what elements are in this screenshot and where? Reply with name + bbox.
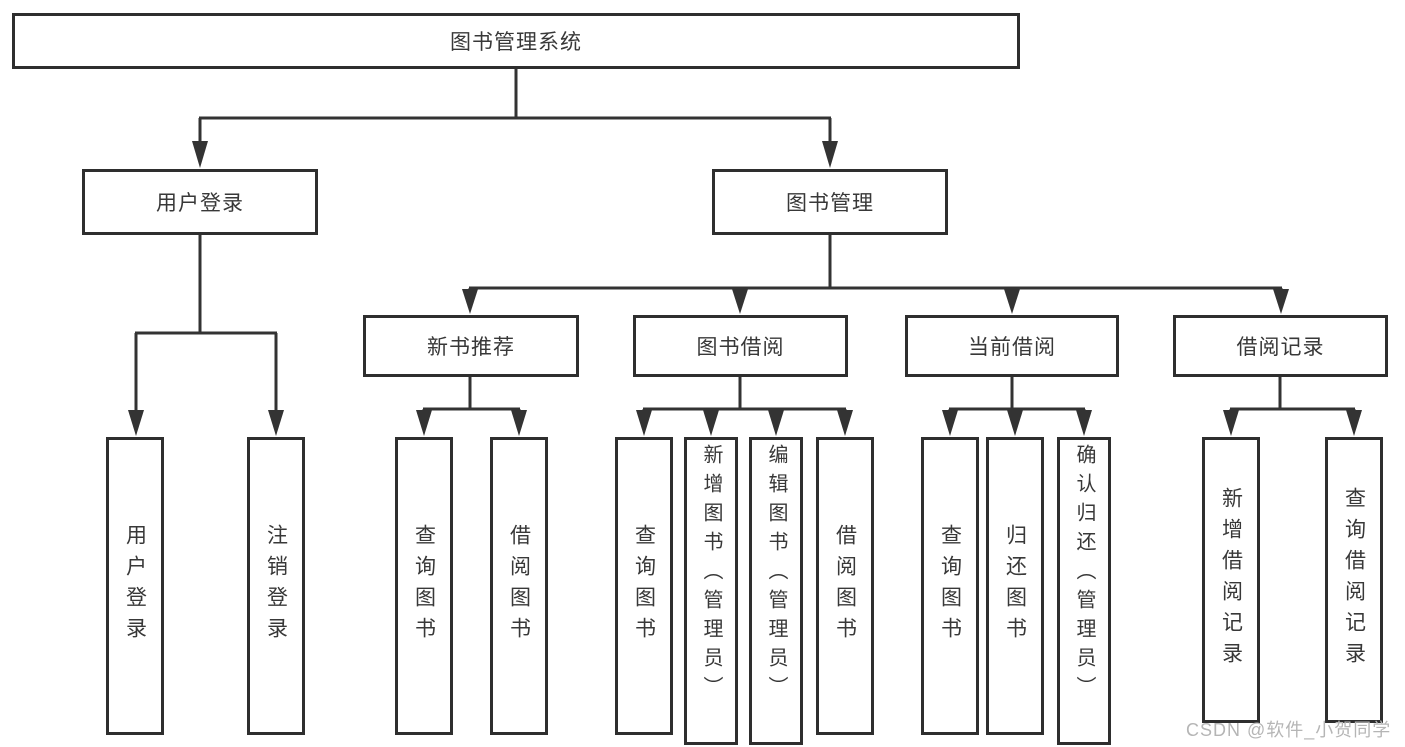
node-user-login-label: 用户登录: [156, 192, 244, 215]
leaf-query-borrow-record-label: 查询借阅记录: [1342, 487, 1366, 673]
arrow-down-icons-current-borrow: [942, 410, 1092, 436]
arrow-down-icons-book-borrow: [636, 410, 853, 436]
node-book-management: 图书管理: [712, 169, 948, 235]
node-book-management-label: 图书管理: [786, 192, 874, 215]
node-new-book-recommend-label: 新书推荐: [427, 336, 515, 359]
node-book-borrow: 图书借阅: [633, 315, 848, 377]
connector-root-to-branches: [198, 68, 832, 146]
leaf-logout: 注销登录: [247, 437, 305, 735]
arrow-down-icons-user-login: [128, 410, 284, 436]
node-root-label: 图书管理系统: [450, 31, 582, 54]
connector-book-borrow-children: [642, 377, 847, 415]
arrow-down-icons-borrow-records: [1223, 410, 1362, 436]
leaf-query-books-recommend: 查询图书: [395, 437, 453, 735]
leaf-return-book-label: 归还图书: [1003, 524, 1027, 648]
connector-current-borrow-children: [948, 377, 1086, 415]
leaf-add-book-admin-label: 新增图书（管理员）: [700, 444, 722, 705]
leaf-borrow-books-recommend-label: 借阅图书: [507, 524, 531, 648]
leaf-confirm-return-admin-label: 确认归还（管理员）: [1073, 444, 1095, 705]
leaf-query-books-current: 查询图书: [921, 437, 979, 735]
leaf-add-borrow-record: 新增借阅记录: [1202, 437, 1260, 723]
node-current-borrow-label: 当前借阅: [968, 336, 1056, 359]
csdn-watermark: CSDN @软件_小贺同学: [1186, 720, 1392, 740]
arrow-down-icons-new-book: [416, 410, 527, 436]
leaf-logout-label: 注销登录: [264, 524, 288, 648]
node-borrow-records: 借阅记录: [1173, 315, 1388, 377]
arrow-down-icons-level2: [192, 141, 838, 168]
leaf-edit-book-admin: 编辑图书（管理员）: [749, 437, 803, 745]
node-current-borrow: 当前借阅: [905, 315, 1119, 377]
leaf-query-books-borrow-label: 查询图书: [632, 524, 656, 648]
leaf-borrow-books-recommend: 借阅图书: [490, 437, 548, 735]
connector-borrow-records-children: [1229, 377, 1356, 415]
node-borrow-records-label: 借阅记录: [1236, 336, 1325, 359]
leaf-borrow-books-borrow: 借阅图书: [816, 437, 874, 735]
connector-user-login-children: [134, 234, 278, 414]
leaf-return-book: 归还图书: [986, 437, 1044, 735]
leaf-query-borrow-record: 查询借阅记录: [1325, 437, 1383, 723]
leaf-confirm-return-admin: 确认归还（管理员）: [1057, 437, 1111, 745]
connector-new-book-children: [422, 377, 521, 415]
leaf-user-login-label: 用户登录: [123, 524, 147, 648]
leaf-borrow-books-borrow-label: 借阅图书: [833, 524, 857, 648]
leaf-query-books-borrow: 查询图书: [615, 437, 673, 735]
node-root-library-system: 图书管理系统: [12, 13, 1020, 69]
node-new-book-recommend: 新书推荐: [363, 315, 579, 377]
leaf-add-borrow-record-label: 新增借阅记录: [1219, 487, 1243, 673]
leaf-query-books-recommend-label: 查询图书: [412, 524, 436, 648]
node-user-login: 用户登录: [82, 169, 318, 235]
leaf-edit-book-admin-label: 编辑图书（管理员）: [765, 444, 787, 705]
connector-book-mgmt-children: [468, 234, 1283, 295]
leaf-user-login: 用户登录: [106, 437, 164, 735]
leaf-add-book-admin: 新增图书（管理员）: [684, 437, 738, 745]
leaf-query-books-current-label: 查询图书: [938, 524, 962, 648]
arrow-down-icons-level3: [462, 289, 1289, 314]
node-book-borrow-label: 图书借阅: [696, 336, 785, 359]
